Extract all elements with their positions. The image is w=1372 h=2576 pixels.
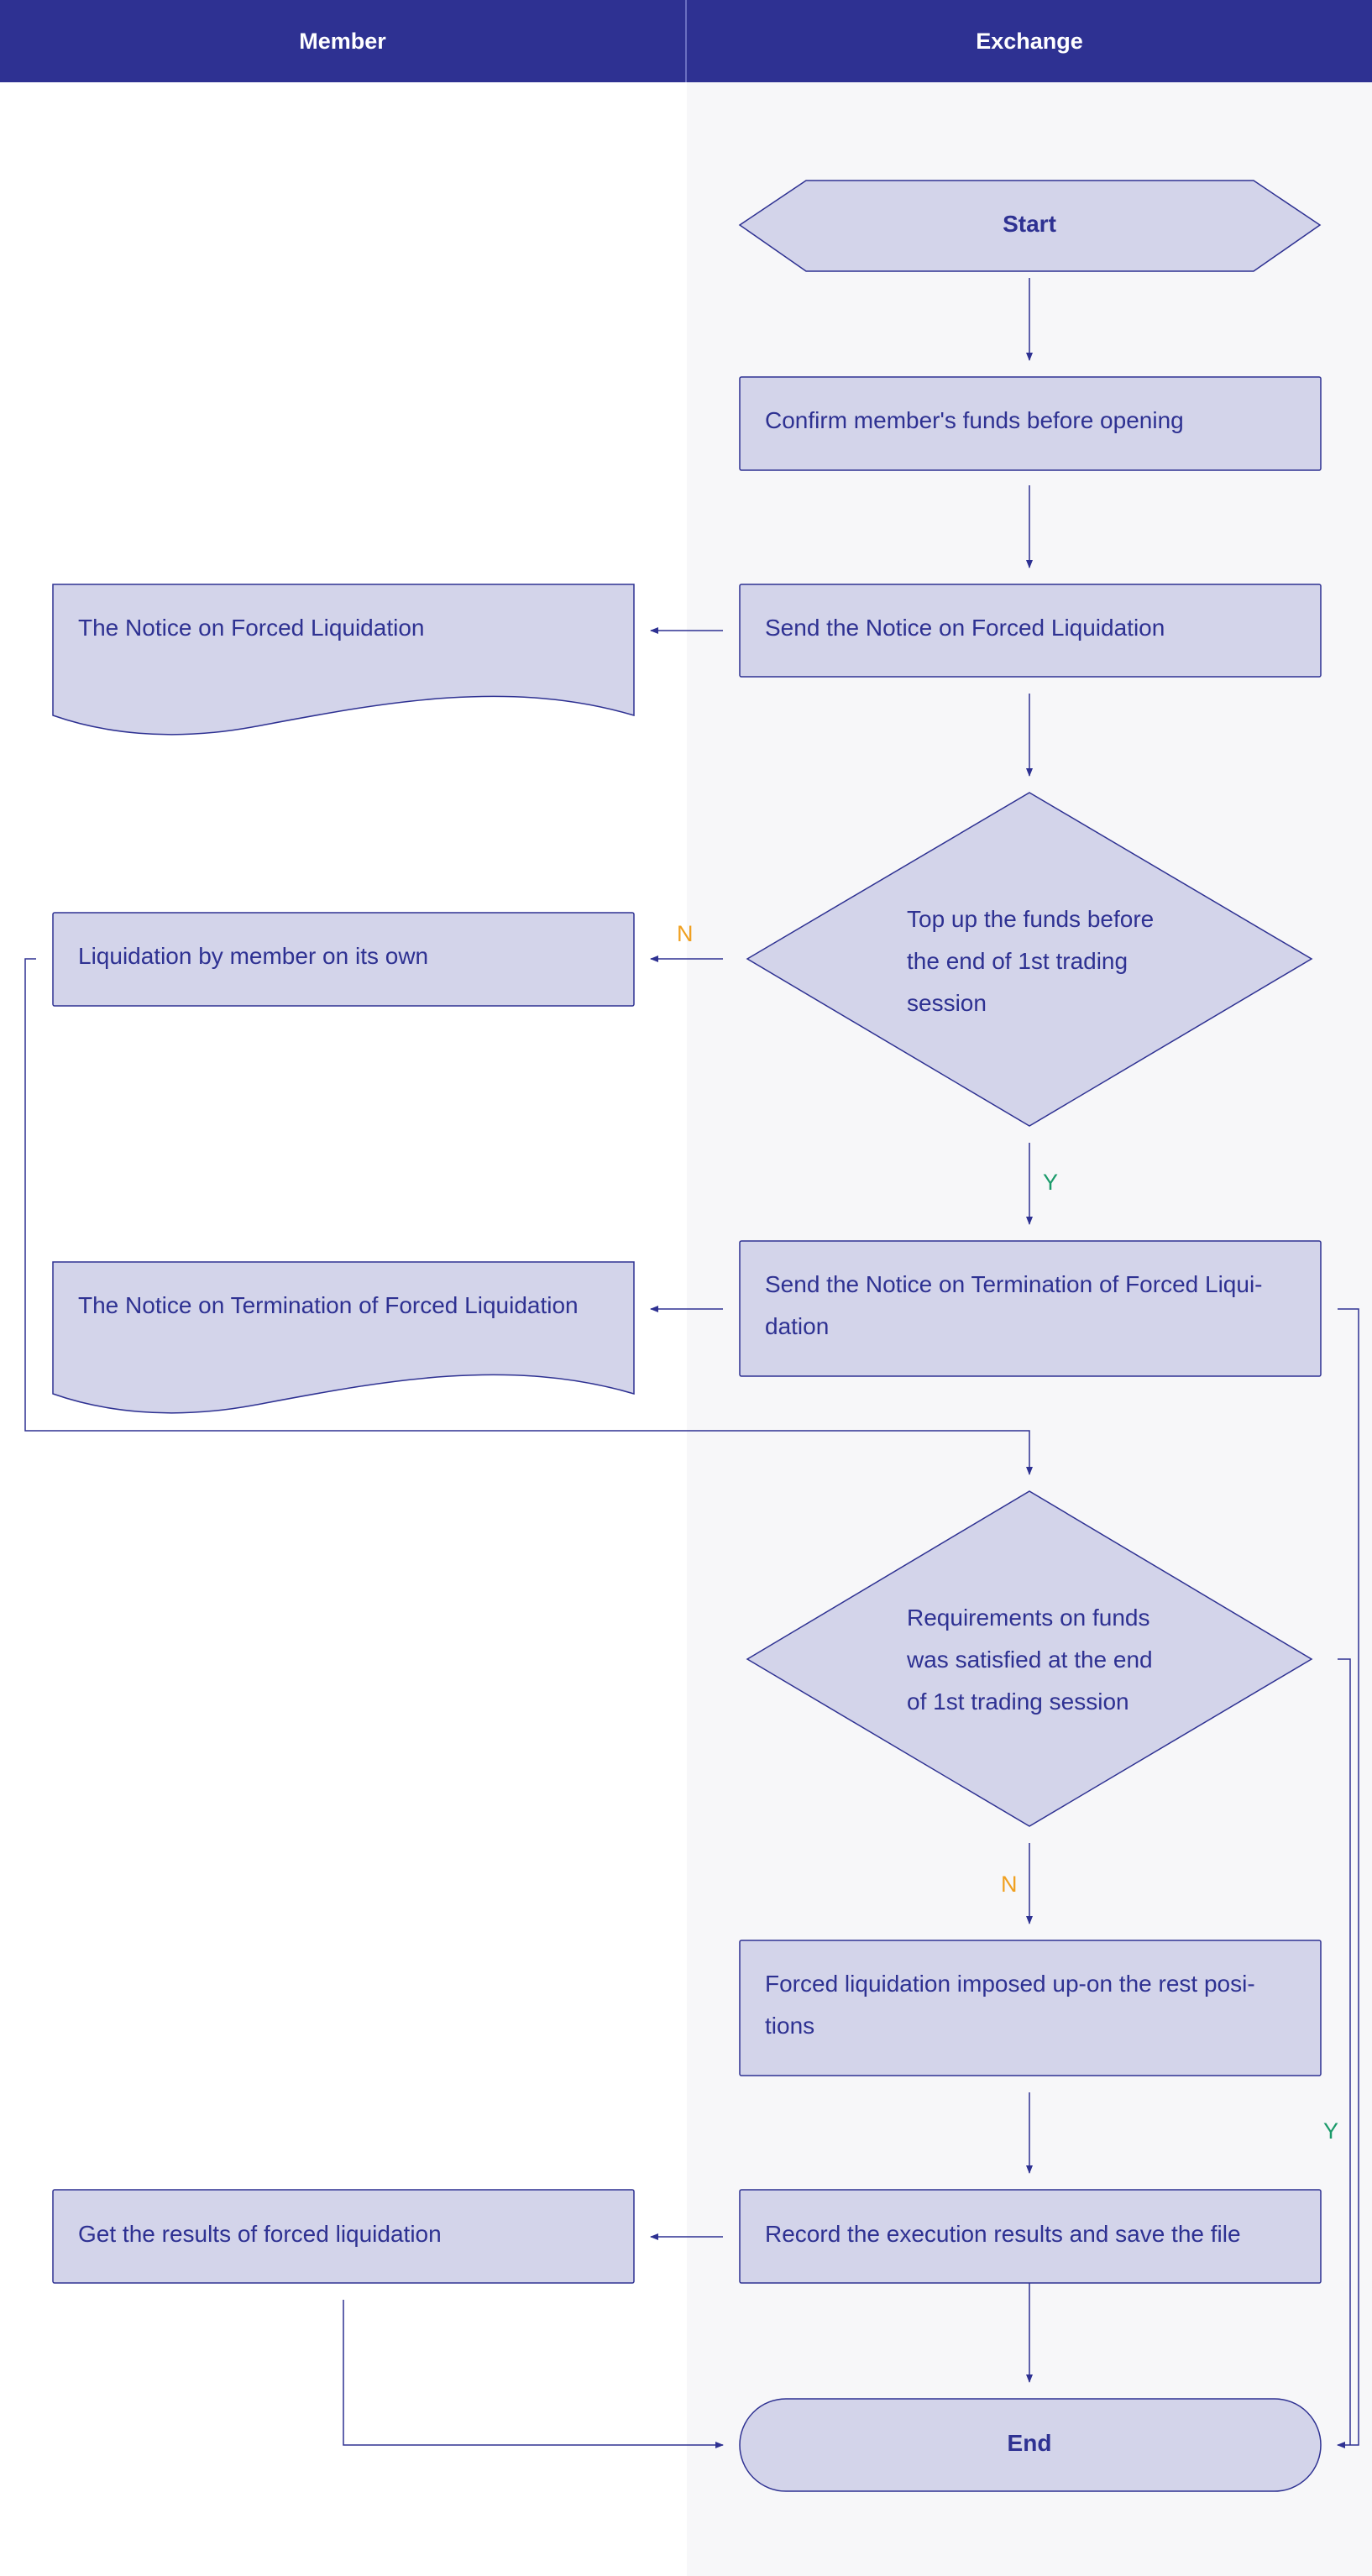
send-termination-line-2: dation bbox=[765, 1313, 829, 1339]
send-notice-node bbox=[739, 584, 1322, 678]
record-results-label: Record the execution results and save th… bbox=[765, 2221, 1241, 2247]
topup-decision-line-3: session bbox=[907, 990, 987, 1016]
requirements-decision-line-1: Requirements on funds bbox=[907, 1605, 1150, 1631]
notice-document-node bbox=[52, 584, 635, 736]
get-results-label: Get the results of forced liquidation bbox=[78, 2221, 442, 2247]
member-lane-header: Member bbox=[0, 0, 687, 82]
send-notice-label: Send the Notice on Forced Liquidation bbox=[765, 615, 1165, 641]
liquidation-own-node bbox=[52, 912, 635, 1007]
arrow-termination-to-end bbox=[1337, 1308, 1359, 2448]
start-node bbox=[738, 180, 1322, 272]
requirements-decision-line-3: of 1st trading session bbox=[907, 1689, 1129, 1715]
termination-document-node bbox=[52, 1261, 635, 1414]
end-node bbox=[739, 2398, 1322, 2492]
requirements-decision-line-2: was satisfied at the end bbox=[906, 1647, 1153, 1673]
forced-liquidation-line-2: tions bbox=[765, 2013, 814, 2039]
send-termination-line-1: Send the Notice on Termination of Forced… bbox=[765, 1271, 1262, 1297]
forced-liquidation-node bbox=[739, 1940, 1322, 2076]
topup-no-label: N bbox=[677, 921, 694, 946]
termination-document-label: The Notice on Termination of Forced Liqu… bbox=[78, 1292, 579, 1318]
confirm-funds-node bbox=[739, 376, 1322, 471]
requirements-yes-label: Y bbox=[1323, 2118, 1338, 2144]
topup-decision-line-2: the end of 1st trading bbox=[907, 948, 1128, 974]
liquidation-own-label: Liquidation by member on its own bbox=[78, 943, 428, 969]
forced-liquidation-line-1: Forced liquidation imposed up-on the res… bbox=[765, 1971, 1255, 1997]
topup-yes-label: Y bbox=[1043, 1170, 1058, 1195]
record-results-node bbox=[739, 2189, 1322, 2284]
arrow-requirements-yes-to-end bbox=[1338, 1658, 1351, 2445]
end-label: End bbox=[1008, 2430, 1052, 2456]
requirements-decision-node bbox=[746, 1490, 1313, 1827]
exchange-lane-header: Exchange bbox=[687, 0, 1372, 82]
requirements-no-label: N bbox=[1001, 1872, 1018, 1897]
notice-document-label: The Notice on Forced Liquidation bbox=[78, 615, 424, 641]
topup-decision-line-1: Top up the funds before bbox=[907, 906, 1154, 932]
arrow-get-results-to-end bbox=[343, 2300, 724, 2448]
confirm-funds-label: Confirm member's funds before opening bbox=[765, 407, 1184, 433]
start-label: Start bbox=[1003, 211, 1056, 237]
send-termination-node bbox=[739, 1240, 1322, 1377]
arrow-liquidation-own-to-requirements bbox=[24, 958, 1033, 1475]
topup-decision-node bbox=[746, 792, 1313, 1127]
get-results-node bbox=[52, 2189, 635, 2284]
